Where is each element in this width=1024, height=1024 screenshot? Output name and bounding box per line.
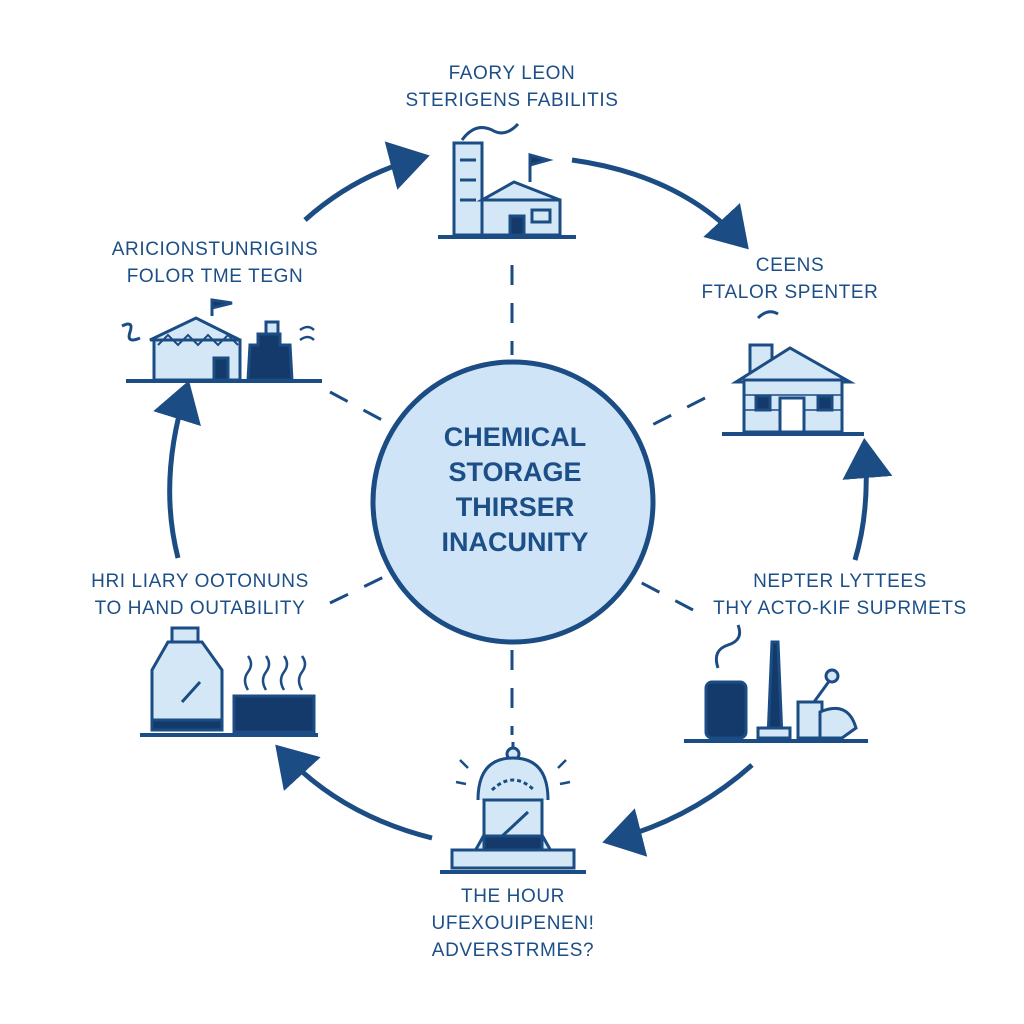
node-label-lower-left: HRI LIARY OOTONUNS TO HAND OUTABILITY bbox=[70, 568, 330, 622]
center-title-line: THIRSER bbox=[455, 492, 575, 522]
node-label-upper-right: CEENS FTALOR SPENTER bbox=[690, 252, 890, 306]
node-label-top: FAORY LEON STERIGENS FABILITIS bbox=[382, 60, 642, 114]
cycle-arrow-top-left bbox=[303, 141, 430, 222]
node-label-line: ARICIONSTUNRIGINS bbox=[111, 239, 319, 260]
node-label-bottom: THE HOUR UFEXOUIPENEN! ADVERSTRMES? bbox=[408, 883, 618, 964]
node-label-line: UFEXOUIPENEN! bbox=[431, 913, 595, 934]
cycle-arrow-bottom-right bbox=[602, 763, 754, 857]
cycle-arrow-top-right bbox=[571, 157, 749, 250]
dashed-connectors bbox=[329, 265, 706, 735]
warehouse-icon bbox=[121, 298, 322, 383]
center-title: CHEMICAL STORAGE THIRSER INACUNITY bbox=[395, 420, 635, 560]
node-label-lower-right: NEPTER LYTTEES THY ACTO-KIF SUPRMETS bbox=[690, 568, 990, 622]
node-label-line: ADVERSTRMES? bbox=[431, 940, 595, 961]
factory-icon bbox=[438, 122, 576, 239]
house-icon bbox=[722, 310, 864, 436]
cycle-arrow-left bbox=[153, 380, 201, 559]
industrial-equipment-icon bbox=[684, 624, 868, 743]
node-label-line: THY ACTO-KIF SUPRMETS bbox=[713, 598, 967, 619]
node-label-line: FAORY LEON bbox=[448, 63, 576, 84]
node-label-line: TO HAND OUTABILITY bbox=[94, 598, 306, 619]
node-label-line: CEENS bbox=[755, 255, 825, 276]
storage-tank-icon bbox=[440, 742, 586, 874]
node-label-line: FOLOR TME TEGN bbox=[126, 266, 304, 287]
cycle-arrow-right bbox=[842, 438, 893, 561]
center-title-line: STORAGE bbox=[448, 457, 582, 487]
chemical-container-icon bbox=[140, 626, 318, 737]
cycle-arrow-bottom-left bbox=[275, 744, 433, 841]
center-title-line: INACUNITY bbox=[441, 527, 589, 557]
center-circle bbox=[370, 359, 656, 645]
node-label-line: FTALOR SPENTER bbox=[701, 282, 879, 303]
node-label-line: HRI LIARY OOTONUNS bbox=[91, 571, 309, 592]
node-label-line: STERIGENS FABILITIS bbox=[405, 90, 619, 111]
node-label-line: NEPTER LYTTEES bbox=[753, 571, 927, 592]
node-label-line: THE HOUR bbox=[460, 886, 566, 907]
node-label-upper-left: ARICIONSTUNRIGINS FOLOR TME TEGN bbox=[90, 236, 340, 290]
center-title-line: CHEMICAL bbox=[443, 422, 587, 452]
